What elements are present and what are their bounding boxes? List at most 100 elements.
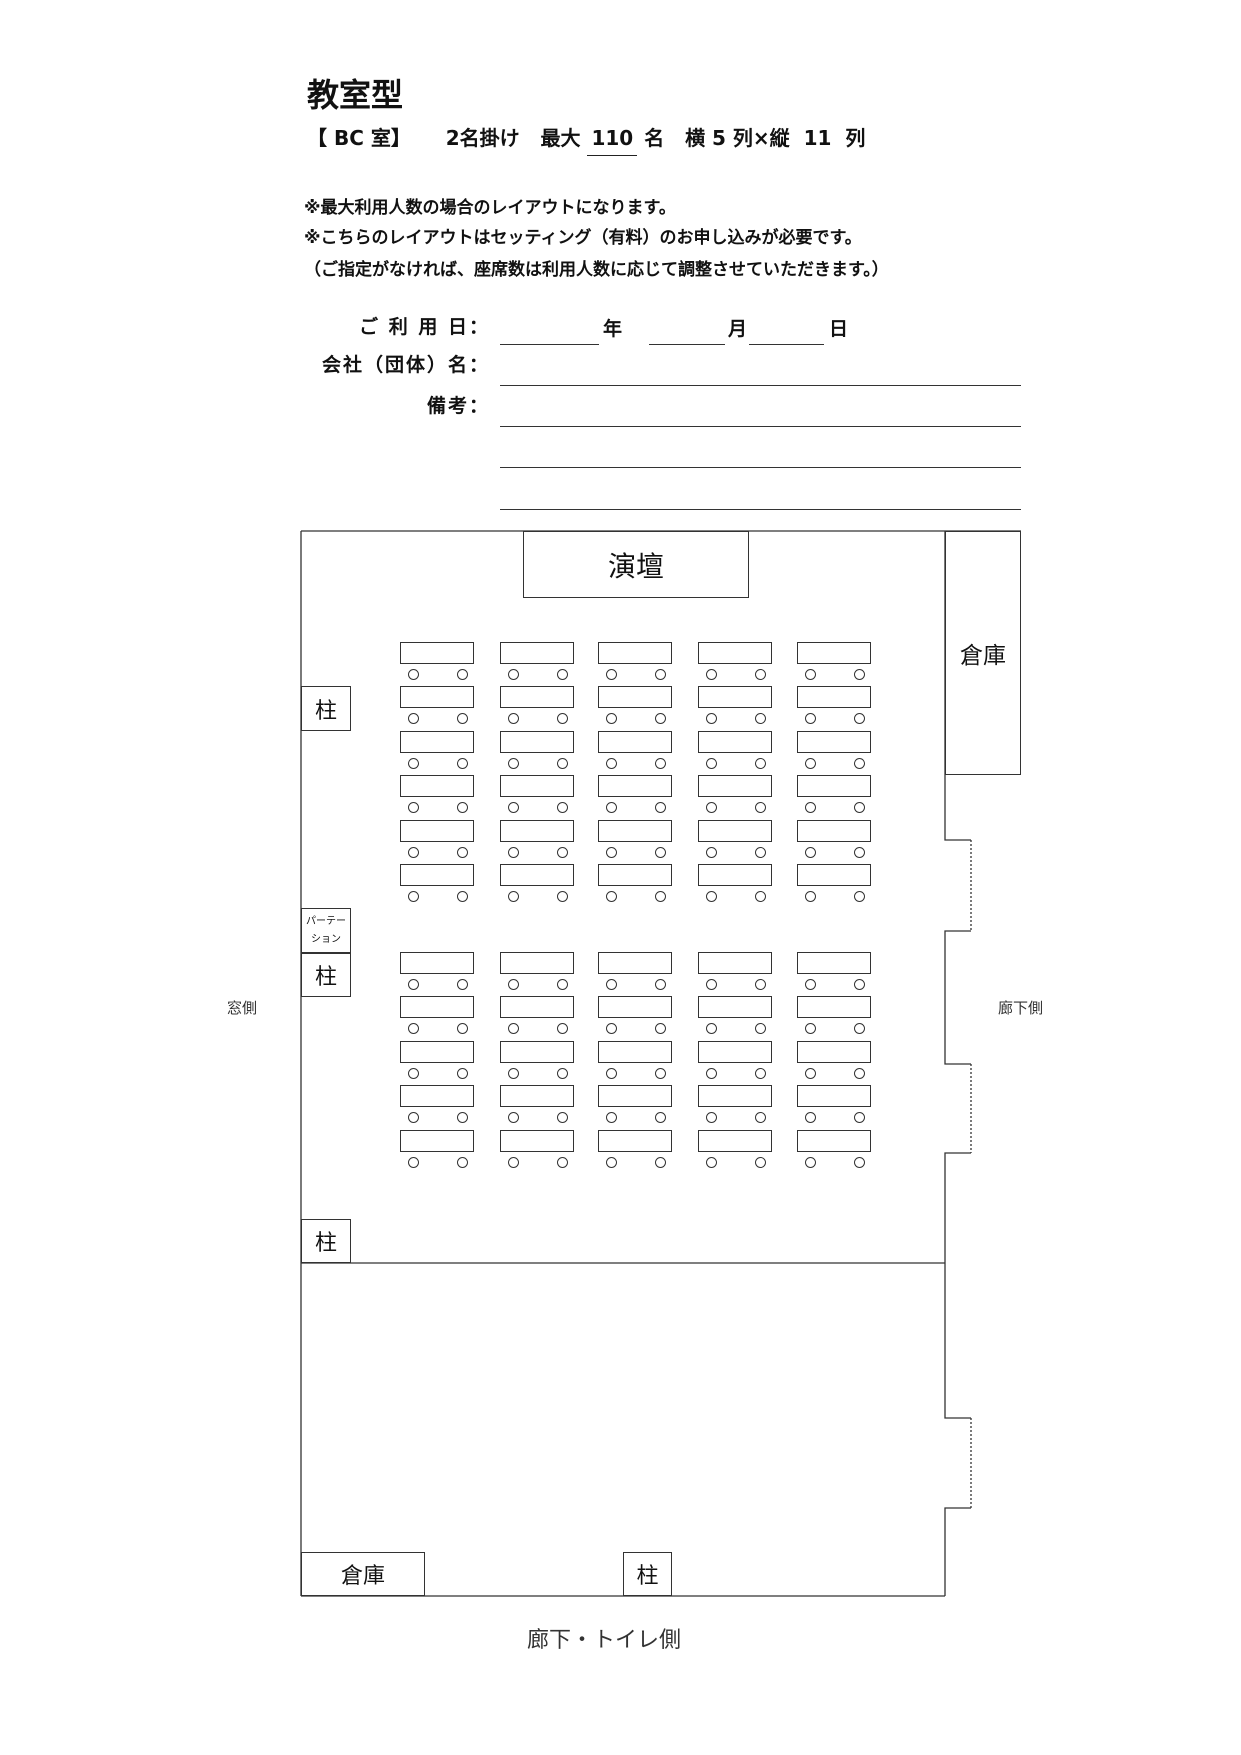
chair — [457, 802, 468, 814]
chair — [706, 1067, 717, 1079]
table — [698, 819, 772, 842]
chair — [655, 669, 666, 680]
chair — [508, 802, 519, 814]
table — [598, 775, 672, 798]
chair — [606, 713, 617, 725]
chair — [457, 1067, 468, 1079]
chair — [805, 1023, 816, 1035]
chair — [655, 1156, 666, 1168]
chair — [805, 979, 816, 990]
chair — [606, 979, 617, 990]
chair — [557, 669, 568, 680]
chair — [755, 757, 766, 769]
max-count: 110 — [587, 126, 638, 156]
table — [400, 730, 474, 753]
chair — [557, 1067, 568, 1079]
month-label: 月 — [728, 318, 748, 340]
max-prefix: 最大 — [540, 126, 581, 150]
chair — [508, 846, 519, 858]
table — [797, 686, 871, 709]
table — [698, 996, 772, 1019]
chair — [854, 669, 865, 680]
table — [598, 996, 672, 1019]
pillar-4: 柱 — [623, 1552, 672, 1596]
corridor-side-label: 廊下側 — [998, 999, 1044, 1017]
pillar-2: 柱 — [301, 953, 351, 997]
chair — [805, 1067, 816, 1079]
table — [400, 775, 474, 798]
chair — [655, 846, 666, 858]
chair — [606, 1156, 617, 1168]
room-summary: 【 BC 室】 2名掛け 最大 110 名 横 5 列×縦 11 列 — [307, 122, 865, 156]
chair — [755, 846, 766, 858]
chair — [706, 1023, 717, 1035]
remarks-label: 備考： — [426, 395, 490, 417]
chair — [606, 846, 617, 858]
table — [797, 996, 871, 1019]
table — [698, 686, 772, 709]
note-1: ※最大利用人数の場合のレイアウトになります。 — [304, 198, 676, 218]
table — [500, 819, 574, 842]
table — [698, 864, 772, 886]
storage-right: 倉庫 — [945, 531, 1021, 775]
year-field[interactable] — [500, 344, 599, 345]
table — [698, 1129, 772, 1152]
chair — [457, 757, 468, 769]
partition-label-2: ション — [311, 933, 341, 945]
chair — [755, 669, 766, 680]
table — [500, 952, 574, 974]
table — [797, 819, 871, 842]
table — [797, 952, 871, 974]
chair — [457, 1023, 468, 1035]
chair — [655, 757, 666, 769]
remarks-field-line-1[interactable] — [500, 426, 1021, 427]
note-3: （ご指定がなければ、座席数は利用人数に応じて調整させていただきます。） — [304, 260, 889, 280]
day-label: 日 — [829, 318, 849, 340]
remarks-field-line-2[interactable] — [500, 467, 1021, 468]
table — [698, 730, 772, 753]
date-label: ご 利 用 日： — [359, 316, 490, 338]
chair — [706, 757, 717, 769]
chair — [854, 1067, 865, 1079]
chair — [457, 846, 468, 858]
chair — [606, 1067, 617, 1079]
chair — [457, 891, 468, 902]
chair — [408, 757, 419, 769]
table — [500, 1129, 574, 1152]
chair — [706, 979, 717, 990]
bottom-side-label: 廊下・トイレ側 — [527, 1628, 682, 1653]
table — [400, 952, 474, 974]
chair — [508, 1067, 519, 1079]
table — [598, 686, 672, 709]
chair — [606, 757, 617, 769]
rows-suffix: 列 — [845, 126, 866, 150]
chair — [606, 802, 617, 814]
chair — [457, 1112, 468, 1124]
remarks-field-line-3[interactable] — [500, 509, 1021, 510]
table — [500, 996, 574, 1019]
chair — [457, 979, 468, 990]
rows-count: 11 — [803, 126, 832, 150]
partition: パーテーション — [301, 908, 351, 953]
table — [797, 1040, 871, 1063]
table — [797, 775, 871, 798]
day-field[interactable] — [749, 344, 824, 345]
chair — [655, 802, 666, 814]
chair — [557, 846, 568, 858]
chair — [408, 891, 419, 902]
company-field[interactable] — [500, 385, 1021, 386]
partition-label-1: パーテー — [306, 915, 346, 927]
table — [598, 1040, 672, 1063]
chair — [706, 669, 717, 680]
table — [598, 819, 672, 842]
table — [698, 952, 772, 974]
chair — [408, 979, 419, 990]
chair — [854, 979, 865, 990]
table — [797, 1129, 871, 1152]
columns-text: 横 5 列×縦 — [685, 126, 790, 150]
max-suffix: 名 — [644, 126, 665, 150]
table — [797, 642, 871, 664]
chair — [805, 757, 816, 769]
month-field[interactable] — [649, 344, 725, 345]
chair — [457, 1156, 468, 1168]
